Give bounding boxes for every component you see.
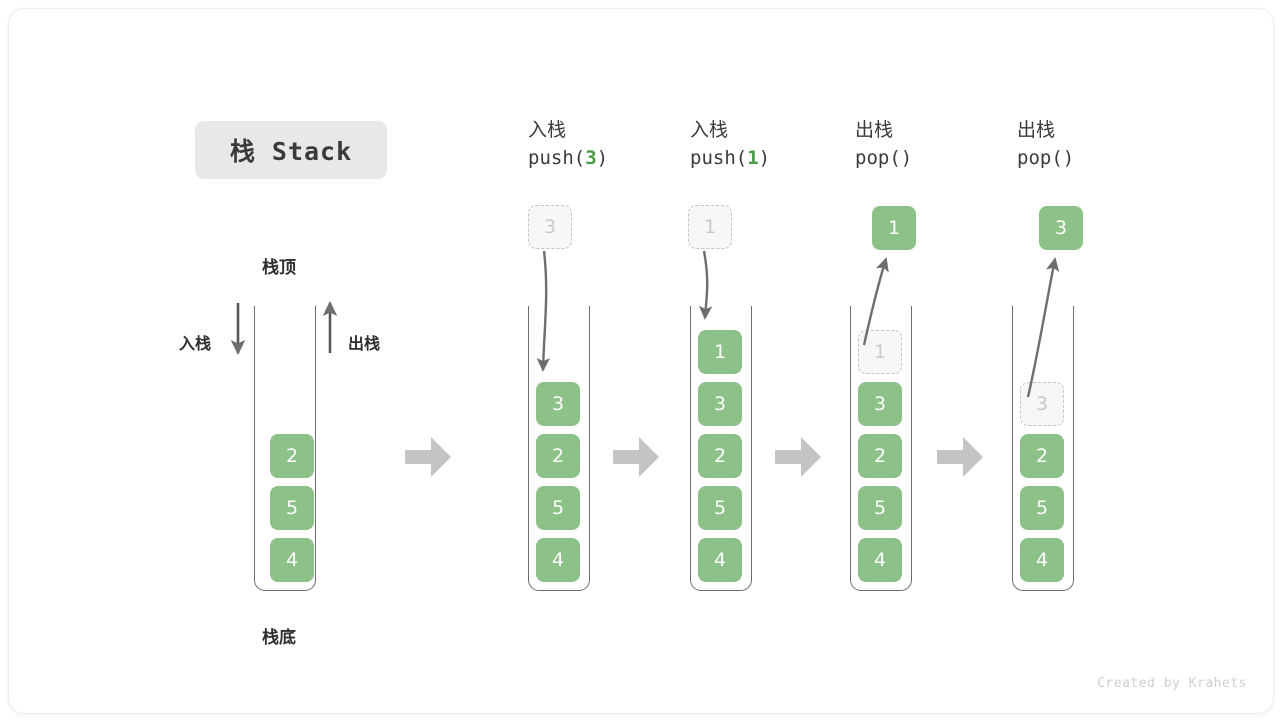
- ghost-cell-outgoing: 3: [1020, 382, 1064, 426]
- stack-cell: 2: [698, 434, 742, 478]
- stack-bottom-caption: 栈底: [262, 628, 296, 648]
- transition-arrow-icon: [613, 437, 659, 477]
- transition-arrow-icon: [937, 437, 983, 477]
- transition-arrow-icon: [405, 437, 451, 477]
- tube-base: [690, 567, 752, 591]
- stack-cell: 5: [536, 486, 580, 530]
- tube-base: [254, 567, 316, 591]
- popped-cell: 1: [872, 206, 916, 250]
- push-direction-label: 入栈: [179, 334, 212, 353]
- stack-cell: 3: [698, 382, 742, 426]
- stack-cell: 2: [270, 434, 314, 478]
- ghost-cell-incoming: 1: [688, 205, 732, 249]
- stack-cell: 3: [858, 382, 902, 426]
- column-header-push-1: 入栈 push(1): [690, 117, 850, 172]
- stack-cell: 2: [536, 434, 580, 478]
- tube-wall-right: [589, 306, 590, 576]
- column-header-pop-3: 出栈 pop(): [1017, 117, 1177, 172]
- column-op-code: push(3): [528, 146, 609, 169]
- stack-tube-pop-1: [850, 306, 912, 591]
- tube-base: [528, 567, 590, 591]
- tube-wall-left: [850, 306, 851, 576]
- column-op-code: pop(): [1017, 146, 1075, 169]
- stack-cell: 4: [858, 538, 902, 582]
- tube-wall-right: [751, 306, 752, 576]
- stack-tube-push-1: [690, 306, 752, 591]
- stack-cell: 5: [698, 486, 742, 530]
- stack-cell: 5: [1020, 486, 1064, 530]
- column-op-code: push(1): [690, 146, 771, 169]
- tube-wall-left: [528, 306, 529, 576]
- transition-arrow-icon: [775, 437, 821, 477]
- tube-base: [1012, 567, 1074, 591]
- tube-base: [850, 567, 912, 591]
- column-op-cjk: 入栈: [528, 119, 567, 141]
- popped-cell: 3: [1039, 206, 1083, 250]
- column-op-cjk: 入栈: [690, 119, 729, 141]
- column-header-push-3: 入栈 push(3): [528, 117, 688, 172]
- footer-credit: Created by Krahets: [1097, 676, 1247, 691]
- pop-direction-label: 出栈: [348, 334, 381, 353]
- ghost-cell-incoming: 3: [528, 205, 572, 249]
- column-op-cjk: 出栈: [855, 119, 894, 141]
- stack-cell: 3: [536, 382, 580, 426]
- tube-wall-left: [690, 306, 691, 576]
- diagram-card: 栈 Stack 栈顶 栈底 入栈 出栈 入栈 push(3) 入栈 push(1…: [8, 8, 1274, 714]
- tube-wall-right: [1073, 306, 1074, 576]
- stack-cell: 5: [270, 486, 314, 530]
- column-op-code: pop(): [855, 146, 913, 169]
- stack-tube-initial: [254, 306, 316, 591]
- stack-cell: 1: [698, 330, 742, 374]
- column-op-cjk: 出栈: [1017, 119, 1056, 141]
- stack-cell: 5: [858, 486, 902, 530]
- stack-cell: 4: [270, 538, 314, 582]
- tube-wall-right: [315, 306, 316, 576]
- stack-cell: 2: [1020, 434, 1064, 478]
- stack-tube-push-3: [528, 306, 590, 591]
- tube-wall-right: [911, 306, 912, 576]
- page-title: 栈 Stack: [195, 121, 387, 179]
- stack-cell: 4: [1020, 538, 1064, 582]
- arrow-overlay: [230, 250, 1060, 398]
- stack-tube-pop-3: [1012, 306, 1074, 591]
- column-header-pop-1: 出栈 pop(): [855, 117, 1015, 172]
- tube-wall-left: [1012, 306, 1013, 576]
- stack-cell: 4: [536, 538, 580, 582]
- ghost-cell-outgoing: 1: [858, 330, 902, 374]
- tube-wall-left: [254, 306, 255, 576]
- stack-top-caption: 栈顶: [262, 258, 296, 278]
- stack-cell: 2: [858, 434, 902, 478]
- stack-cell: 4: [698, 538, 742, 582]
